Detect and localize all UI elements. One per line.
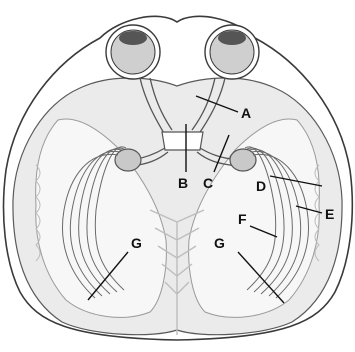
label-g-right: G [214,235,225,251]
label-b: B [178,175,188,191]
label-g-left: G [131,235,142,251]
label-a: A [241,105,251,121]
label-e: E [325,206,334,222]
left-eye [106,25,160,79]
label-f: F [238,211,247,227]
label-d: D [256,178,266,194]
optic-chiasm [162,132,203,150]
label-c: C [203,175,213,191]
right-eye [205,25,259,79]
